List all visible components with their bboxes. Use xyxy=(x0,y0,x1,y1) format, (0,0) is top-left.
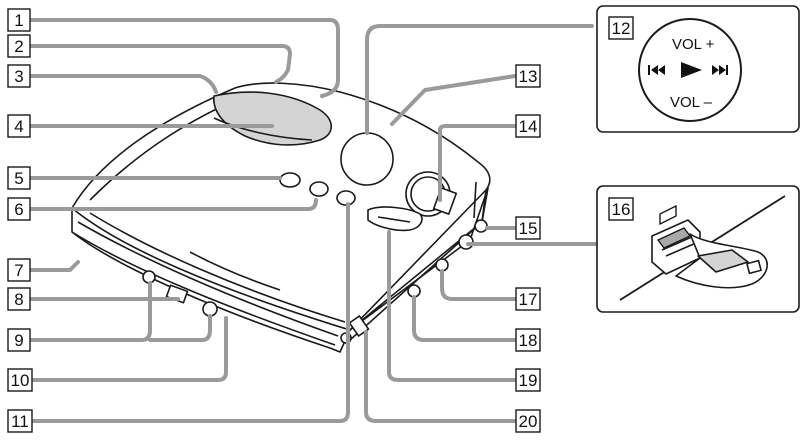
callout-7: 7 xyxy=(7,258,31,282)
callout-3: 3 xyxy=(7,64,31,88)
leader-lines xyxy=(29,18,602,423)
jack-15[interactable] xyxy=(474,219,488,233)
callout-13-label: 13 xyxy=(519,67,538,86)
callout-5-label: 5 xyxy=(14,169,23,188)
battery-detail-panel xyxy=(596,185,800,313)
callout-17: 17 xyxy=(515,287,541,311)
callout-15: 15 xyxy=(515,216,541,240)
callout-17-label: 17 xyxy=(519,290,538,309)
display-window xyxy=(213,91,333,146)
callout-20: 20 xyxy=(515,409,541,433)
callout-10-label: 10 xyxy=(11,371,30,390)
callout-1-label: 1 xyxy=(14,11,23,30)
callout-8-label: 8 xyxy=(14,290,23,309)
callout-18-label: 18 xyxy=(519,331,538,350)
next-track-icon xyxy=(712,65,728,75)
jack-9b[interactable] xyxy=(202,301,218,317)
callout-9: 9 xyxy=(7,328,31,352)
callout-6-label: 6 xyxy=(14,200,23,219)
callout-boxes: 1 2 3 4 5 6 7 8 9 10 11 12 13 14 15 16 1… xyxy=(7,8,634,433)
callout-7-label: 7 xyxy=(14,261,23,280)
rechargeable-icon xyxy=(659,204,677,226)
callout-5: 5 xyxy=(7,166,31,190)
callout-11: 11 xyxy=(7,409,33,433)
vol-plus-label: VOL + xyxy=(672,36,715,53)
callout-9-label: 9 xyxy=(14,331,23,350)
callout-2-label: 2 xyxy=(14,37,23,56)
callout-16-label: 16 xyxy=(612,200,631,219)
jack-20[interactable] xyxy=(348,315,370,337)
callout-12: 12 xyxy=(608,16,634,40)
control-dial[interactable] xyxy=(340,132,394,186)
callout-13: 13 xyxy=(515,64,541,88)
callout-19-label: 19 xyxy=(519,371,538,390)
callout-4: 4 xyxy=(7,114,31,138)
slide-switch[interactable] xyxy=(367,206,423,232)
callout-10: 10 xyxy=(7,368,33,392)
callout-14: 14 xyxy=(515,114,541,138)
callout-12-label: 12 xyxy=(612,19,631,38)
callout-1: 1 xyxy=(7,8,31,32)
button-6[interactable] xyxy=(309,181,329,197)
button-5[interactable] xyxy=(279,172,301,188)
callout-18: 18 xyxy=(515,328,541,352)
control-detail-panel: VOL + VOL – xyxy=(596,5,800,133)
previous-track-icon xyxy=(648,65,665,75)
play-icon xyxy=(681,62,702,78)
callout-11-label: 11 xyxy=(11,412,29,431)
callout-2: 2 xyxy=(7,34,31,58)
vol-minus-label: VOL – xyxy=(670,94,713,111)
callout-15-label: 15 xyxy=(519,219,538,238)
jack-9a[interactable] xyxy=(142,270,156,284)
button-11[interactable] xyxy=(336,190,356,206)
callout-4-label: 4 xyxy=(14,117,23,136)
callout-16: 16 xyxy=(608,197,634,221)
callout-19: 19 xyxy=(515,368,541,392)
callout-6: 6 xyxy=(7,197,31,221)
callout-14-label: 14 xyxy=(519,117,538,136)
callout-20-label: 20 xyxy=(519,412,538,431)
callout-3-label: 3 xyxy=(14,67,23,86)
callout-8: 8 xyxy=(7,287,31,311)
